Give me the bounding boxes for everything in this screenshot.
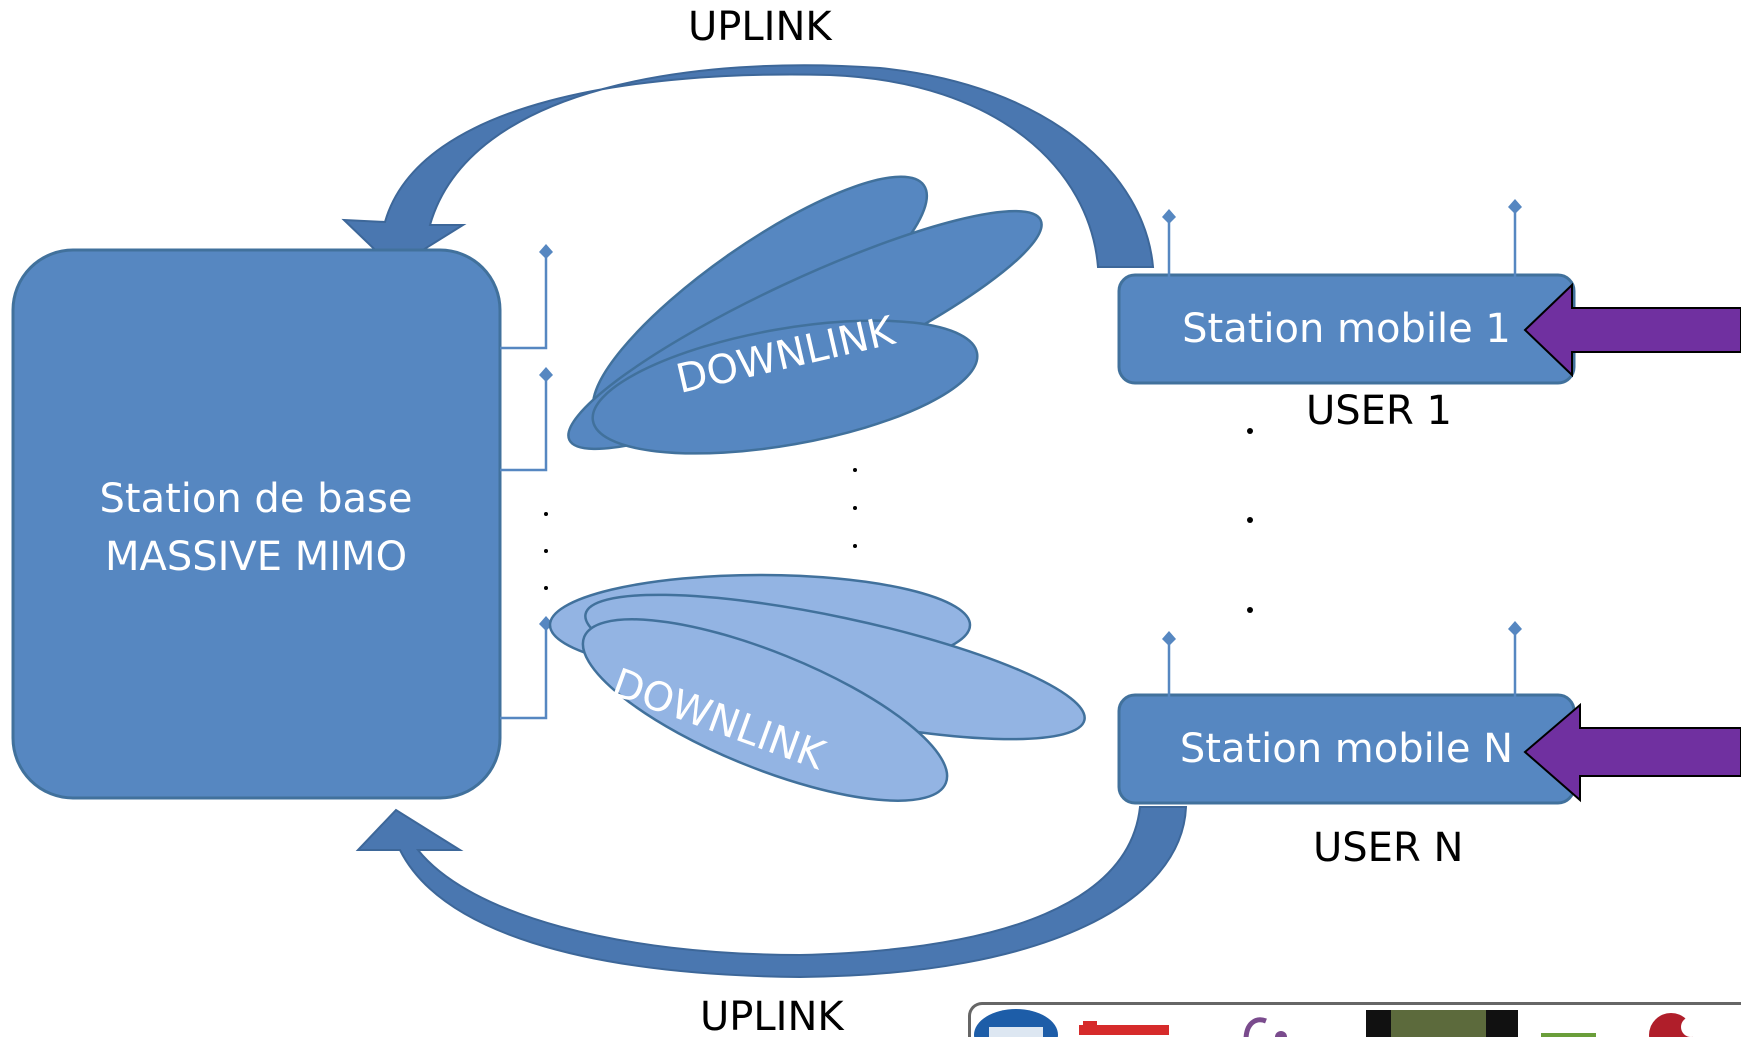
base-station-label: Station de base MASSIVE MIMO (12, 470, 500, 586)
institute-logo-icon (1079, 1021, 1169, 1035)
logos-graphic (974, 1009, 1701, 1037)
green-logo-icon (1541, 1033, 1596, 1037)
uplink-bottom-label: UPLINK (700, 994, 844, 1037)
partner-logo-icon (1243, 1017, 1287, 1037)
user-dots (1247, 428, 1253, 613)
uplink-top-label: UPLINK (688, 4, 832, 50)
input-arrow-n (1523, 702, 1741, 803)
base-station-line1: Station de base (99, 476, 413, 522)
uplink-bottom-arrow (355, 806, 1188, 979)
mobile-station-1-group (1117, 199, 1741, 385)
red-emblem-icon (1649, 1013, 1701, 1037)
mobile-station-n-group (1117, 621, 1741, 805)
base-station-line2: MASSIVE MIMO (104, 534, 408, 580)
mobile-station-n-label: Station mobile N (1179, 726, 1514, 772)
mobile-station-1-label: Station mobile 1 (1182, 306, 1511, 352)
user-1-label: USER 1 (1306, 388, 1452, 434)
beam-dots (853, 468, 857, 548)
base-station-box (11, 248, 502, 800)
input-arrow-1 (1523, 282, 1741, 378)
university-logo-icon (1366, 1010, 1518, 1037)
base-station-antennas (500, 252, 548, 720)
downlink-top-beams (567, 175, 1043, 455)
logo-strip (968, 1002, 1741, 1037)
uplink-top-arrow (341, 64, 1155, 270)
user-n-label: USER N (1313, 825, 1464, 871)
enpc-logo-icon (974, 1009, 1058, 1037)
base-antenna-dots (544, 512, 548, 590)
downlink-bottom-beams (548, 573, 1086, 802)
